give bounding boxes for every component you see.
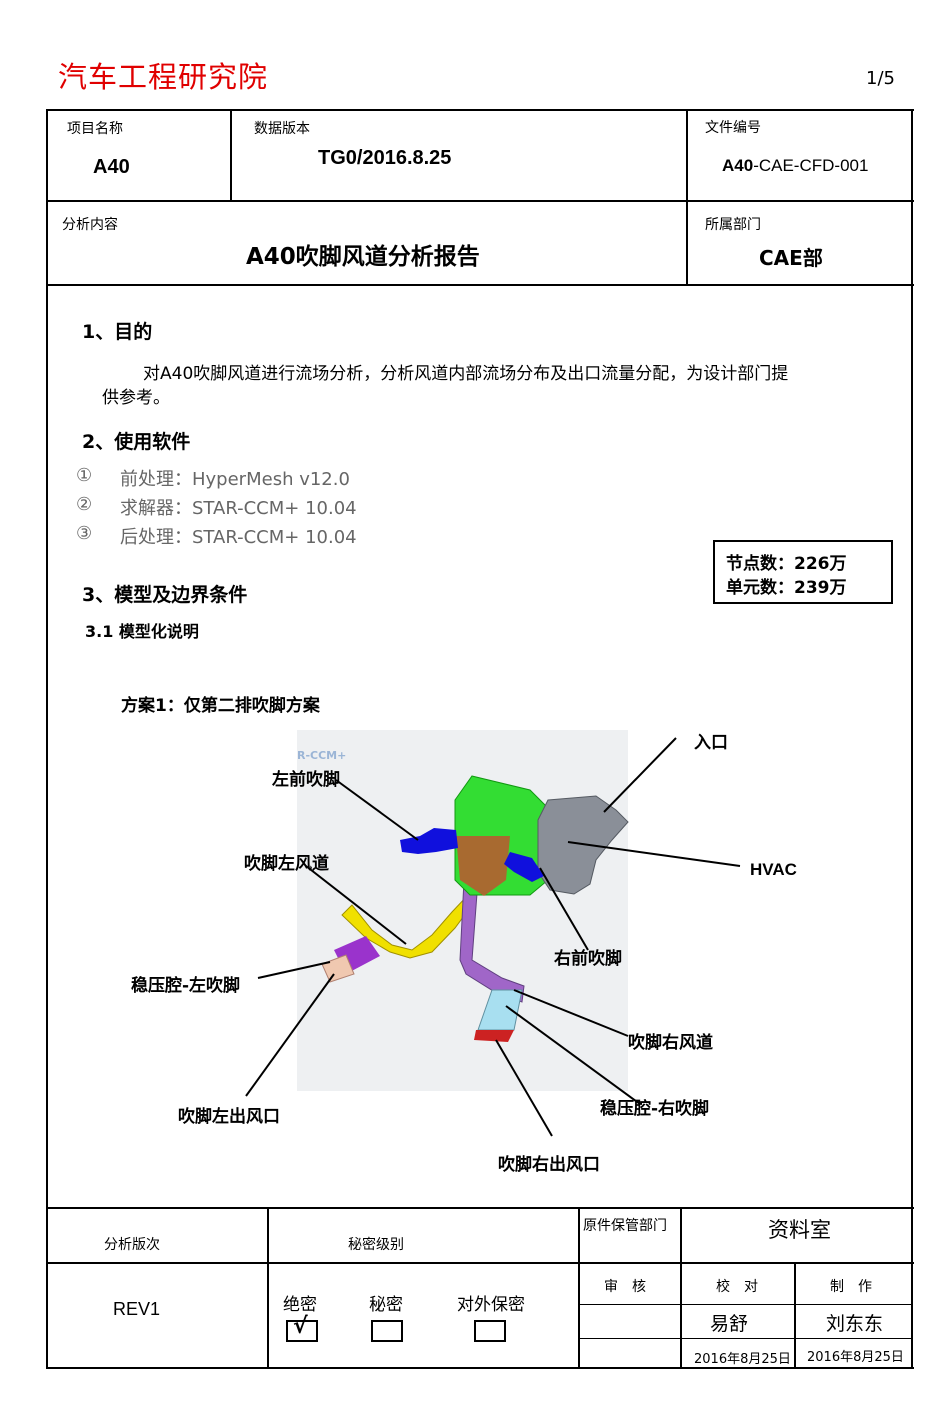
frame-top <box>46 109 914 111</box>
footer-col-4 <box>794 1262 796 1368</box>
analysis-title: A40吹脚风道分析报告 <box>246 244 480 270</box>
doc-no-prefix: A40 <box>722 156 754 175</box>
page-number: 1/5 <box>866 68 895 89</box>
info-bottom <box>46 284 914 286</box>
frame-bottom <box>46 1367 914 1369</box>
label-left-plenum: 稳压腔-左吹脚 <box>131 976 241 996</box>
right-duct-shape <box>459 879 525 1003</box>
maker-name: 刘东东 <box>826 1313 884 1335</box>
mesh-elements: 单元数：239万 <box>726 578 847 598</box>
doc-no: A40-CAE-CFD-001 <box>722 156 868 176</box>
dept: CAE部 <box>759 246 823 270</box>
info-row-divider <box>46 200 914 202</box>
label-left-duct: 吹脚左风道 <box>244 854 329 874</box>
project-name-label: 项目名称 <box>67 121 123 137</box>
doc-no-label: 文件编号 <box>705 120 761 136</box>
software-item-2: 求解器：STAR-CCM+ 10.04 <box>120 498 357 519</box>
figure-watermark: R-CCM+ <box>297 749 347 762</box>
footer-sign-divider-2 <box>580 1338 912 1339</box>
frame-left <box>46 109 48 1368</box>
section31-title: 3.1 模型化说明 <box>85 622 199 641</box>
section3-title: 3、模型及边界条件 <box>82 584 248 606</box>
data-version: TG0/2016.8.25 <box>318 147 452 169</box>
mesh-stats-box <box>713 540 893 604</box>
keeper: 资料室 <box>768 1218 831 1242</box>
checkbox-external[interactable] <box>474 1320 506 1342</box>
footer-col-2 <box>578 1207 580 1368</box>
label-right-front: 右前吹脚 <box>554 949 622 969</box>
doc-no-suffix: -CAE-CFD-001 <box>753 156 869 175</box>
leader-lines <box>245 737 741 1137</box>
right-plenum-shape <box>477 989 523 1031</box>
label-right-duct: 吹脚右风道 <box>628 1033 713 1053</box>
check-date: 2016年8月25日 <box>694 1352 791 1367</box>
section1-text-line1: 对A40吹脚风道进行流场分析，分析风道内部流场分布及出口流量分配，为设计部门提 <box>143 364 789 384</box>
label-left-front: 左前吹脚 <box>272 770 340 790</box>
analysis-label: 分析内容 <box>62 217 118 233</box>
checker-name: 易舒 <box>710 1313 749 1335</box>
software-item-1: 前处理：HyperMesh v12.0 <box>120 469 350 490</box>
hvac-core-shape <box>456 836 510 896</box>
info-col-2 <box>686 109 688 285</box>
software-num-3: ③ <box>76 523 93 544</box>
software-num-2: ② <box>76 494 93 515</box>
institute-name: 汽车工程研究院 <box>58 60 269 94</box>
make-label: 制 作 <box>830 1279 872 1295</box>
keeper-label: 原件保管部门 <box>583 1218 667 1234</box>
footer-mid <box>46 1262 914 1264</box>
dept-label: 所属部门 <box>705 217 761 233</box>
footer-col-3 <box>680 1207 682 1368</box>
right-outlet-shape <box>474 1030 514 1042</box>
footer-top <box>46 1207 914 1209</box>
checkbox-secret[interactable] <box>371 1320 403 1342</box>
review-label: 审 核 <box>604 1279 646 1295</box>
label-right-plenum: 稳压腔-右吹脚 <box>600 1099 710 1119</box>
left-front-duct-shape <box>400 828 458 854</box>
label-right-outlet: 吹脚右出风口 <box>498 1155 600 1175</box>
check-mark-icon: √ <box>293 1314 308 1339</box>
frame-right <box>911 109 913 1368</box>
scheme-title: 方案1：仅第二排吹脚方案 <box>121 696 320 716</box>
checkbox-top-secret[interactable] <box>286 1320 318 1342</box>
data-version-label: 数据版本 <box>254 121 310 137</box>
info-col-1 <box>230 109 232 201</box>
mesh-nodes: 节点数：226万 <box>726 554 847 574</box>
left-plenum-shape <box>334 936 380 974</box>
figure-background <box>297 730 628 1091</box>
make-date: 2016年8月25日 <box>807 1350 904 1365</box>
secret-option-secret: 秘密 <box>369 1295 403 1315</box>
rev-label: 分析版次 <box>104 1237 160 1253</box>
inlet-shape <box>537 795 629 895</box>
footer-col-1 <box>267 1207 269 1368</box>
right-front-duct-shape <box>504 852 544 882</box>
label-hvac: HVAC <box>750 860 797 879</box>
section1-title: 1、目的 <box>82 321 153 343</box>
label-inlet: 入口 <box>694 733 728 753</box>
label-left-outlet: 吹脚左出风口 <box>178 1107 280 1127</box>
software-num-1: ① <box>76 465 93 486</box>
section1-text-line2: 供参考。 <box>102 388 170 408</box>
check-label: 校 对 <box>716 1279 758 1295</box>
left-duct-shape <box>341 894 473 959</box>
secret-label: 秘密级别 <box>348 1237 404 1253</box>
left-outlet-shape <box>321 954 355 983</box>
secret-option-top: 绝密 <box>283 1295 317 1315</box>
hvac-green-shape <box>454 775 549 896</box>
secret-option-external: 对外保密 <box>457 1295 525 1315</box>
section2-title: 2、使用软件 <box>82 431 191 453</box>
project-name: A40 <box>93 156 130 178</box>
footer-sign-divider-1 <box>580 1304 912 1305</box>
rev-value: REV1 <box>113 1299 161 1319</box>
software-item-3: 后处理：STAR-CCM+ 10.04 <box>120 527 357 548</box>
